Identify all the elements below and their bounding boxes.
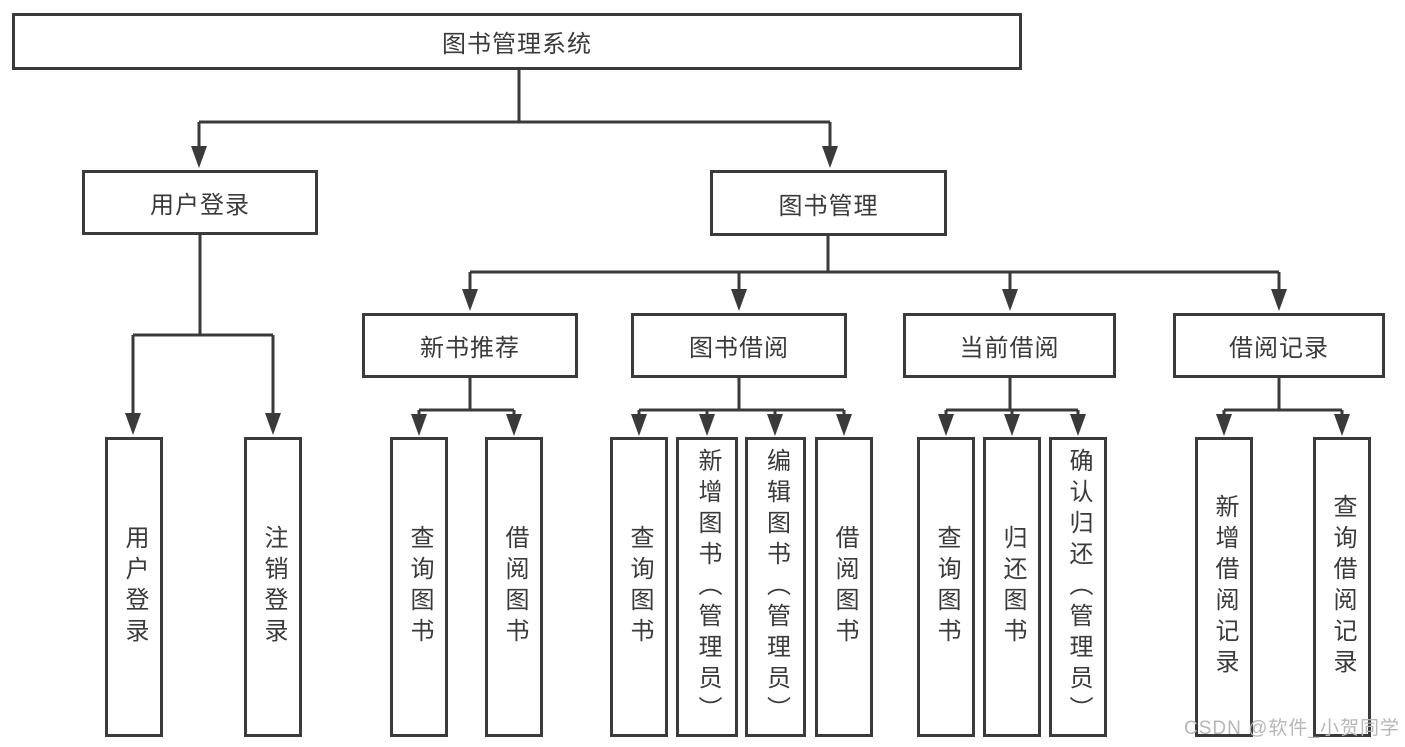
leaf-logout: 注销登录: [244, 437, 302, 737]
leaf-recommend-query-books: 查询图书: [390, 437, 448, 737]
connector-user-login-branch: [125, 235, 281, 435]
arrowhead: [462, 289, 478, 311]
connector-book-management-branch: [462, 236, 1287, 311]
leaf-label: 借阅图书: [831, 525, 858, 649]
csdn-watermark: CSDN @软件_小贺同学: [1184, 718, 1400, 739]
connector-current-branch: [938, 378, 1086, 436]
leaf-current-query-books: 查询图书: [917, 437, 975, 737]
leaf-label: 新增图书（管理员）: [694, 447, 721, 727]
connector-root-to-level2: [191, 70, 838, 168]
connector-recommend-branch: [411, 378, 522, 436]
node-book-management: 图书管理: [710, 170, 947, 236]
arrowhead: [1002, 289, 1018, 311]
leaf-label: 借阅图书: [501, 525, 528, 649]
leaf-label: 查询图书: [626, 525, 653, 649]
leaf-label: 注销登录: [260, 525, 287, 649]
arrowhead: [836, 414, 852, 436]
arrowhead: [191, 146, 207, 168]
node-borrow-records: 借阅记录: [1173, 313, 1385, 378]
leaf-user-login: 用户登录: [105, 437, 163, 737]
arrowhead: [1216, 414, 1232, 436]
connector-borrow-branch: [631, 378, 852, 436]
leaf-current-return-books: 归还图书: [983, 437, 1041, 737]
node-root: 图书管理系统: [12, 13, 1022, 70]
leaf-recommend-borrow-books: 借阅图书: [485, 437, 543, 737]
leaf-borrow-query-books: 查询图书: [610, 437, 668, 737]
leaf-label: 查询图书: [933, 525, 960, 649]
connector-records-branch: [1216, 378, 1350, 436]
arrowhead: [125, 413, 141, 435]
leaf-borrow-add-books-admin: 新增图书（管理员）: [676, 437, 738, 737]
arrowhead: [1271, 289, 1287, 311]
arrowhead: [506, 414, 522, 436]
arrowhead: [631, 414, 647, 436]
leaf-label: 查询借阅记录: [1329, 494, 1356, 680]
leaf-current-confirm-return-admin: 确认归还（管理员）: [1049, 437, 1107, 737]
leaf-label: 确认归还（管理员）: [1065, 447, 1092, 727]
arrowhead: [411, 414, 427, 436]
leaf-label: 编辑图书（管理员）: [762, 447, 790, 727]
arrowhead: [1334, 414, 1350, 436]
arrowhead: [938, 414, 954, 436]
arrowhead: [822, 146, 838, 168]
leaf-records-query-record: 查询借阅记录: [1313, 437, 1371, 737]
leaf-label: 查询图书: [406, 525, 433, 649]
node-current-borrow: 当前借阅: [903, 313, 1116, 378]
leaf-label: 归还图书: [999, 525, 1026, 649]
arrowhead: [767, 414, 783, 436]
arrowhead: [731, 289, 747, 311]
leaf-borrow-borrow-books: 借阅图书: [815, 437, 873, 737]
leaf-label: 新增借阅记录: [1211, 494, 1238, 680]
node-user-login: 用户登录: [82, 170, 318, 235]
leaf-borrow-edit-books-admin: 编辑图书（管理员）: [745, 437, 806, 737]
node-new-book-recommend: 新书推荐: [362, 313, 578, 378]
node-book-borrow: 图书借阅: [631, 313, 847, 378]
arrowhead: [1070, 414, 1086, 436]
arrowhead: [1004, 414, 1020, 436]
leaf-label: 用户登录: [121, 525, 148, 649]
arrowhead: [699, 414, 715, 436]
leaf-records-add-record: 新增借阅记录: [1195, 437, 1253, 737]
arrowhead: [265, 413, 281, 435]
